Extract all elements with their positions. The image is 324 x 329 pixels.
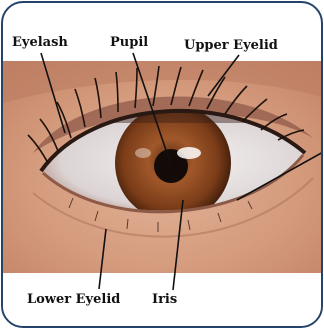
label-pupil: Pupil: [110, 36, 148, 49]
highlight-secondary: [135, 148, 151, 158]
label-upper-eyelid: Upper Eyelid: [184, 39, 278, 52]
label-iris: Iris: [152, 293, 177, 306]
highlight: [177, 147, 201, 159]
label-eyelash: Eyelash: [12, 36, 68, 49]
label-lower-eyelid: Lower Eyelid: [27, 293, 120, 306]
